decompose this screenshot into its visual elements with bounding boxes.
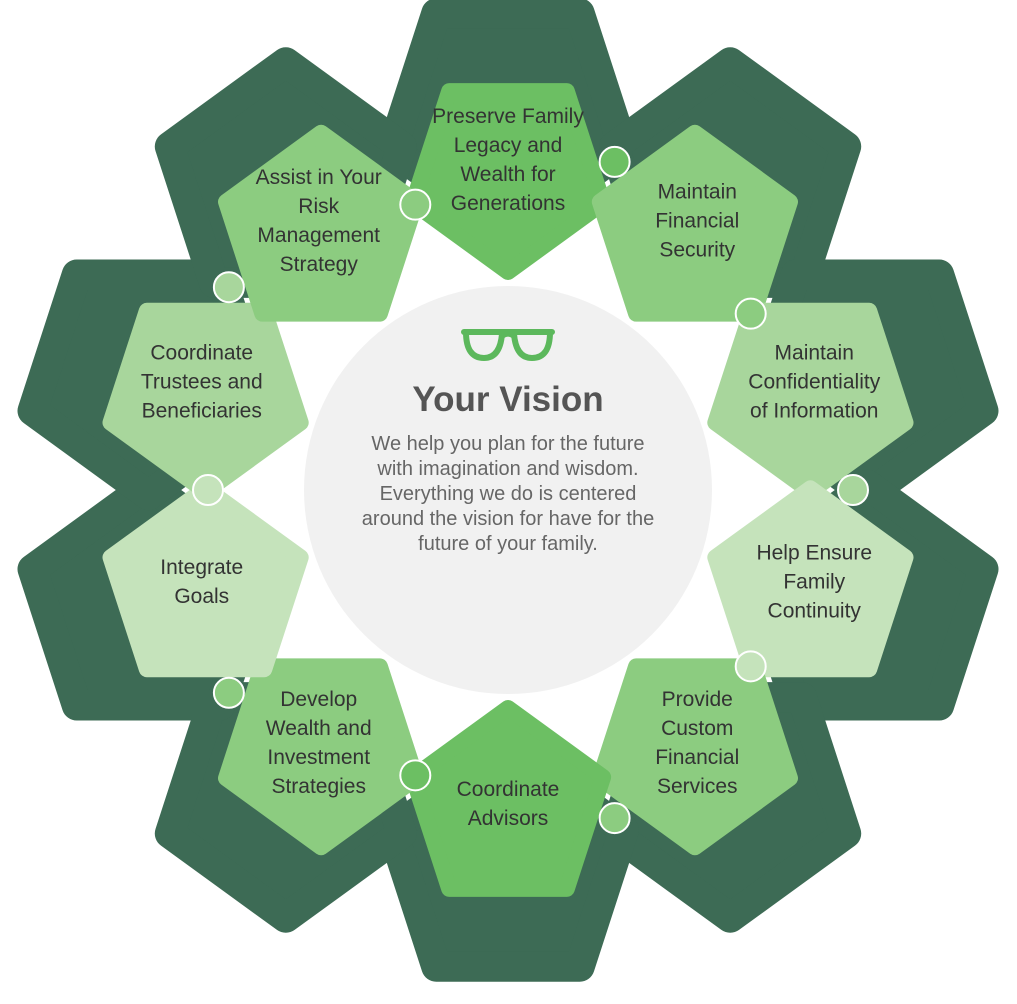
puzzle-tab — [192, 474, 224, 506]
puzzle-tab — [399, 188, 432, 221]
piece-label: Develop Wealth and Investment Strategies — [265, 687, 372, 798]
piece-label: Integrate Goals — [160, 555, 244, 608]
glasses-icon — [461, 329, 555, 361]
center-description: We help you plan for the future with ima… — [361, 433, 655, 555]
puzzle-tab — [837, 474, 869, 506]
piece-label: Provide Custom Financial Services — [655, 687, 740, 798]
puzzle-tab — [399, 759, 432, 792]
puzzle-tab — [212, 271, 245, 304]
puzzle-tab — [734, 297, 767, 330]
piece-label: Maintain Financial Security — [655, 180, 740, 262]
piece-label: Help Ensure Family Continuity — [756, 541, 873, 622]
puzzle-piece — [591, 658, 798, 856]
puzzle-piece — [404, 83, 612, 280]
center-title: Your Vision — [412, 380, 604, 419]
puzzle-piece — [707, 480, 914, 678]
puzzle-tab — [598, 145, 631, 178]
puzzle-tab — [734, 650, 767, 683]
puzzle-piece — [591, 124, 798, 322]
puzzle-piece — [404, 700, 612, 897]
puzzle-piece — [218, 124, 425, 322]
piece-label: Maintain Confidentiality of Information — [748, 341, 881, 423]
piece-label: Preserve Family Legacy and Wealth for Ge… — [432, 105, 584, 215]
piece-label: Coordinate Trustees and Beneficiaries — [140, 341, 263, 423]
puzzle-tab — [212, 676, 245, 709]
puzzle-tab — [598, 802, 631, 835]
puzzle-piece — [218, 658, 425, 856]
puzzle-piece — [102, 302, 309, 500]
puzzle-piece — [102, 480, 309, 678]
piece-label: Assist in Your Risk Management Strategy — [255, 166, 382, 277]
puzzle-piece — [707, 302, 914, 500]
piece-label: Coordinate Advisors — [456, 778, 560, 830]
center-circle — [304, 286, 712, 694]
